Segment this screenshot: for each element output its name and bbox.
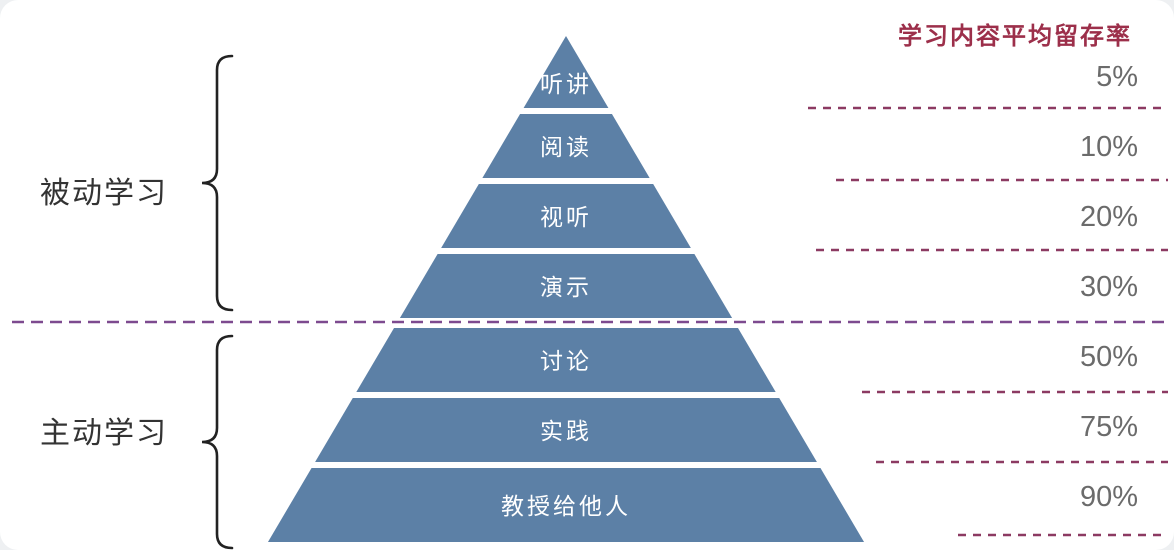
retention-percent-4: 30%: [1080, 271, 1138, 303]
retention-percent-1: 5%: [1096, 61, 1138, 93]
retention-percent-2: 10%: [1080, 131, 1138, 163]
pyramid-level-label-3: 视听: [540, 204, 592, 230]
pyramid-level-label-7: 教授给他人: [501, 493, 631, 519]
group-label-passive: 被动学习: [40, 177, 168, 210]
pyramid-level-label-5: 讨论: [540, 348, 592, 374]
pyramid-level-3: [441, 184, 691, 248]
pyramid-level-1: [523, 36, 609, 108]
pyramid-level-6: [315, 398, 817, 462]
passive-group-brace-icon: [201, 54, 234, 312]
retention-percent-6: 75%: [1080, 411, 1138, 443]
pyramid-level-label-4: 演示: [540, 274, 592, 300]
pyramid-level-2: [482, 114, 650, 178]
pyramid-level-label-2: 阅读: [540, 134, 592, 160]
pyramid-level-4: [399, 254, 733, 318]
active-group-brace-icon: [201, 334, 234, 550]
pyramid-level-7: [267, 468, 865, 542]
retention-title: 学习内容平均留存率: [898, 23, 1132, 50]
retention-percent-3: 20%: [1080, 201, 1138, 233]
retention-percent-5: 50%: [1080, 341, 1138, 373]
pyramid-level-label-1: 听讲: [540, 71, 592, 97]
pyramid-level-label-6: 实践: [540, 418, 592, 444]
group-label-active: 主动学习: [40, 417, 168, 450]
retention-percent-7: 90%: [1080, 481, 1138, 513]
pyramid-level-5: [356, 328, 776, 392]
